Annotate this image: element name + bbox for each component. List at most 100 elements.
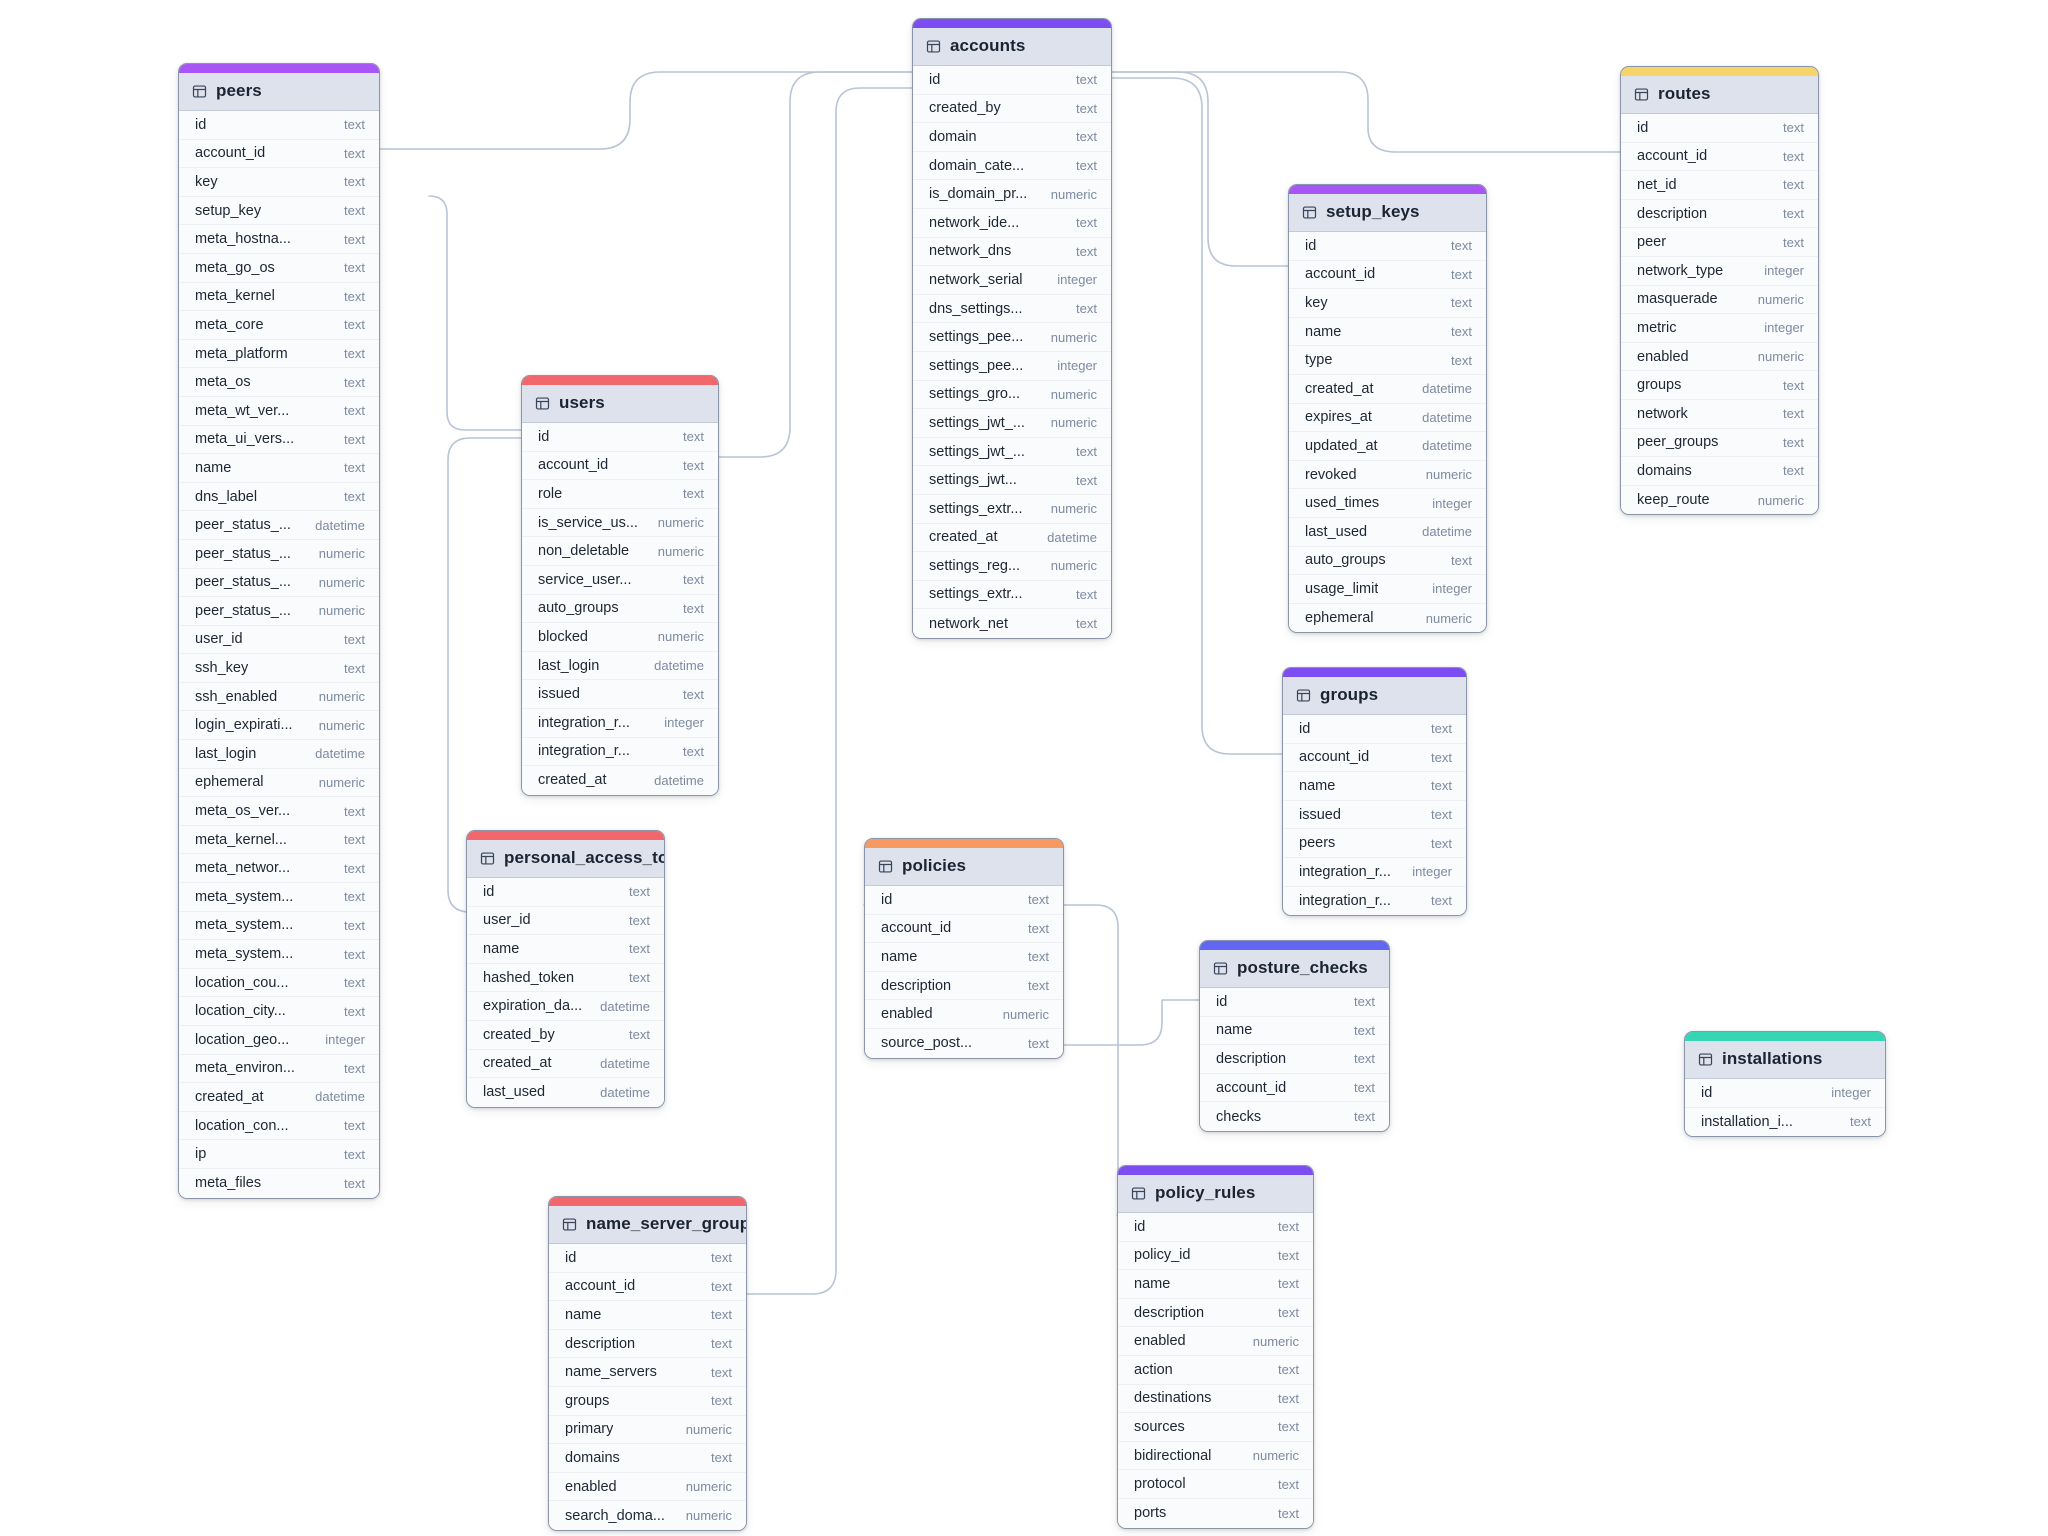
column-row[interactable]: source_post...text [865, 1028, 1063, 1058]
column-row[interactable]: meta_networ...text [179, 854, 379, 884]
column-row[interactable]: service_user...text [522, 565, 718, 595]
table-header-policy_rules[interactable]: policy_rules [1118, 1175, 1313, 1213]
column-row[interactable]: peer_status_...numeric [179, 568, 379, 598]
column-row[interactable]: login_expirati...numeric [179, 711, 379, 741]
column-row[interactable]: settings_jwt...text [913, 466, 1111, 495]
column-row[interactable]: settings_pee...numeric [913, 323, 1111, 352]
column-row[interactable]: meta_hostna...text [179, 225, 379, 254]
table-header-posture_checks[interactable]: posture_checks [1200, 950, 1389, 988]
table-node-personal_access_tokens[interactable]: personal_access_tokensidtextuser_idtextn… [466, 830, 665, 1108]
table-header-groups[interactable]: groups [1283, 677, 1466, 715]
table-header-personal_access_tokens[interactable]: personal_access_tokens [467, 840, 664, 878]
column-row[interactable]: search_doma...numeric [549, 1501, 746, 1530]
column-row[interactable]: location_geo...integer [179, 1026, 379, 1055]
column-row[interactable]: settings_gro...numeric [913, 380, 1111, 410]
column-row[interactable]: meta_ui_vers...text [179, 425, 379, 455]
column-row[interactable]: is_service_us...numeric [522, 508, 718, 538]
column-row[interactable]: settings_pee...integer [913, 351, 1111, 381]
column-row[interactable]: integration_r...text [1283, 886, 1466, 916]
table-header-installations[interactable]: installations [1685, 1041, 1885, 1079]
column-row[interactable]: integration_r...integer [1283, 857, 1466, 887]
table-header-accounts[interactable]: accounts [913, 28, 1111, 66]
column-row[interactable]: meta_wt_ver...text [179, 396, 379, 426]
column-row[interactable]: location_con...text [179, 1111, 379, 1141]
table-header-policies[interactable]: policies [865, 848, 1063, 886]
column-row[interactable]: location_cou...text [179, 968, 379, 998]
column-row[interactable]: integration_r...text [522, 737, 718, 767]
column-row[interactable]: domain_cate...text [913, 151, 1111, 181]
column-row[interactable]: settings_extr...numeric [913, 494, 1111, 524]
